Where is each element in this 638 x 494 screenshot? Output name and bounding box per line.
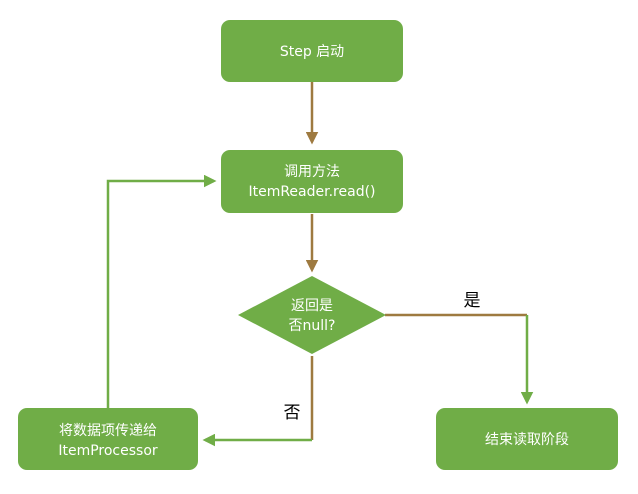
edges <box>106 82 534 447</box>
node-decision-line2: 否null? <box>289 318 336 334</box>
node-start: Step 启动 <box>221 20 403 82</box>
node-process: 将数据项传递给 ItemProcessor <box>18 408 198 470</box>
edge-process-to-read <box>106 174 217 408</box>
node-process-line2: ItemProcessor <box>58 443 158 459</box>
node-end-label: 结束读取阶段 <box>485 431 569 448</box>
node-process-line1: 将数据项传递给 <box>59 423 157 439</box>
node-end: 结束读取阶段 <box>436 408 618 470</box>
edge-label-yes: 是 <box>464 291 481 311</box>
node-call-read-line2: ItemReader.read() <box>248 184 375 200</box>
node-call-read: 调用方法 ItemReader.read() <box>221 150 403 213</box>
node-decision: 返回是 否null? <box>238 276 386 354</box>
edge-label-no: 否 <box>284 403 301 423</box>
node-start-label: Step 启动 <box>280 44 344 60</box>
node-call-read-line1: 调用方法 <box>284 164 340 180</box>
node-decision-line1: 返回是 <box>291 298 333 314</box>
